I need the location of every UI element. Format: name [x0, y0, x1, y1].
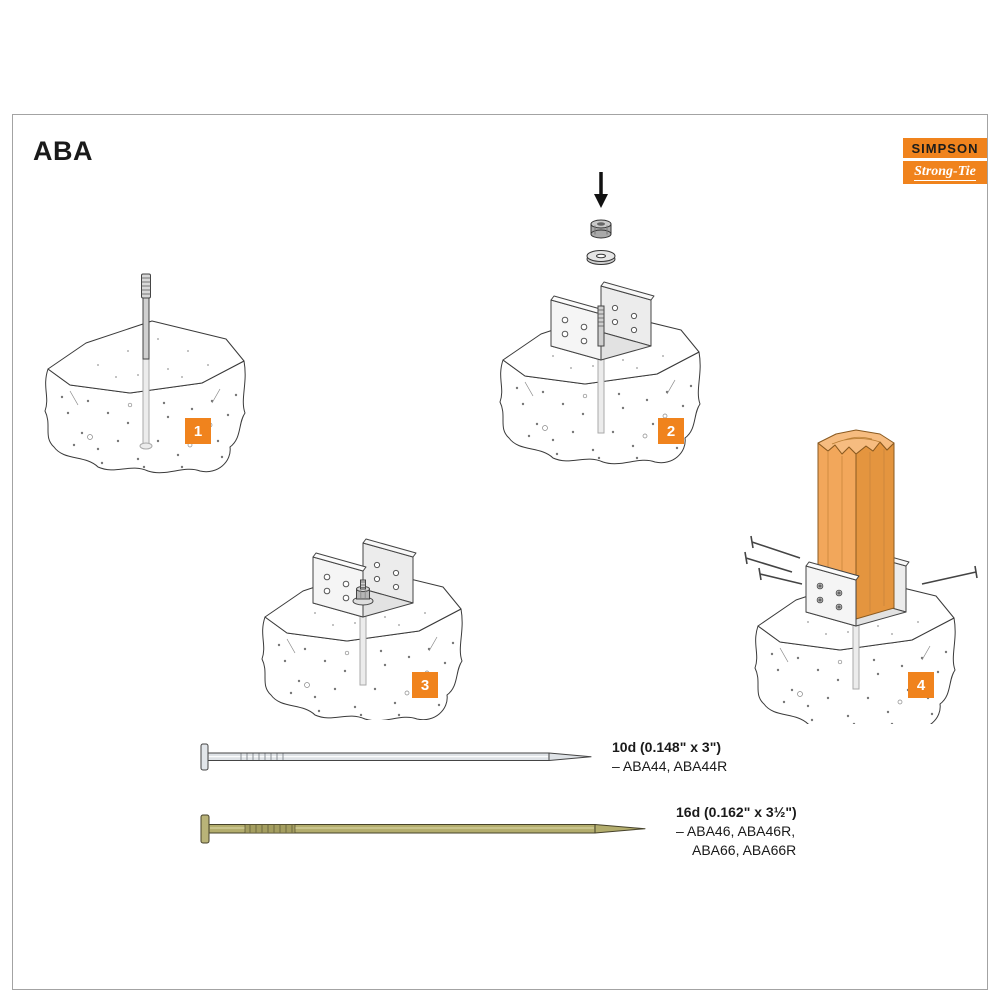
product-title: ABA [33, 136, 93, 166]
nail-16d-illustration [200, 814, 646, 844]
logo-strongtie-text: Strong-Tie [914, 164, 976, 181]
anchor-bolt-embedded [597, 349, 605, 434]
step-3-badge: 3 [412, 672, 438, 698]
nail-10d-figure [195, 742, 600, 777]
anchor-bolt-embedded [359, 606, 367, 686]
anchor-bolt-exposed [597, 305, 605, 347]
nail-10d-size: 10d (0.148" x 3") [612, 739, 721, 755]
simpson-strongtie-logo: SIMPSON Strong-Tie [903, 138, 987, 184]
step4-illustration [744, 429, 978, 731]
step3-figure [252, 490, 482, 725]
step4-figure [742, 424, 982, 731]
nail-16d-size: 16d (0.162" x 3½") [676, 804, 797, 820]
step2-figure [480, 168, 730, 473]
step3-illustration [261, 490, 463, 722]
logo-simpson-text: SIMPSON [903, 138, 987, 158]
nail-10d-label: 10d (0.148" x 3") – ABA44, ABA44R [612, 738, 727, 776]
logo-strongtie-box: Strong-Tie [903, 161, 987, 184]
nail-heads [818, 584, 841, 609]
down-arrow-icon [594, 172, 608, 208]
nail-16d-figure [195, 812, 670, 851]
anchor-bolt [141, 273, 151, 360]
post-base-assembly [805, 429, 910, 627]
nail-10d-models: – ABA44, ABA44R [612, 758, 728, 774]
nut-washer-installed [352, 579, 374, 606]
step1-illustration [44, 273, 246, 474]
anchor-bolt-embedded [852, 615, 860, 690]
step-1-badge: 1 [185, 418, 211, 444]
nail-16d-label: 16d (0.162" x 3½") – ABA46, ABA46R, ABA6… [676, 803, 797, 860]
step2-illustration [499, 172, 701, 465]
step-4-badge: 4 [908, 672, 934, 698]
nail-10d-illustration [200, 743, 592, 771]
nut [590, 219, 612, 239]
step1-figure [35, 262, 265, 487]
nail-16d-models-line1: – ABA46, ABA46R, [676, 823, 796, 839]
flying-nails [744, 535, 978, 585]
washer [586, 250, 616, 265]
nail-16d-models-line2: ABA66, ABA66R [692, 842, 797, 858]
step-2-badge: 2 [658, 418, 684, 444]
